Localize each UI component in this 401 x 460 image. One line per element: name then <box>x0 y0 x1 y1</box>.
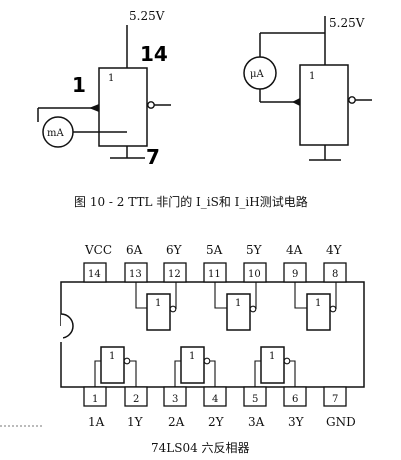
lower-gate-3 <box>260 346 285 384</box>
bottom-pin-number-7: 7 <box>332 394 338 405</box>
upper-gate-6-label: 1 <box>155 298 161 309</box>
bottom-pin-number-4: 4 <box>212 394 218 405</box>
label-7: 7 <box>146 145 160 169</box>
upper-gates <box>135 282 337 331</box>
upper-gate-6 <box>146 293 171 331</box>
left-test-circuit <box>37 25 171 159</box>
top-pin-number-14: 14 <box>88 269 101 280</box>
right-inverter-bubble <box>348 96 356 104</box>
lower-gate-1-bubble <box>123 357 131 365</box>
upper-gate-4-bubble <box>329 305 337 313</box>
right-not-gate <box>299 64 349 146</box>
bottom-label-1y: 1Y <box>127 415 144 429</box>
gate-2-input-wire <box>174 360 181 387</box>
ic-caption: 74LS04 六反相器 <box>151 441 250 455</box>
bottom-pin-number-6: 6 <box>292 394 298 405</box>
upper-gate-4 <box>306 293 331 331</box>
bottom-label-3a: 3A <box>248 415 265 429</box>
ma-meter-label: mA <box>47 128 64 139</box>
bottom-pin-number-2: 2 <box>133 394 139 405</box>
left-supply-label: 5.25V <box>129 9 165 23</box>
bottom-pin-number-5: 5 <box>252 394 258 405</box>
right-supply-label: 5.25V <box>329 16 365 30</box>
gate-3-input-wire <box>254 360 261 387</box>
top-pin-number-8: 8 <box>332 269 338 280</box>
gate-1-input-wire <box>94 360 101 387</box>
pin-box-14 <box>83 262 107 283</box>
upper-gate-5-label: 1 <box>235 298 241 309</box>
left-arrow-icon <box>89 104 99 112</box>
gate-5-input-wire <box>214 282 227 309</box>
top-pin-number-13: 13 <box>129 269 142 280</box>
bottom-pin-number-3: 3 <box>172 394 178 405</box>
top-label-4y: 4Y <box>326 243 343 257</box>
top-pin-number-12: 12 <box>168 269 181 280</box>
caption-figure: 图 10 - 2 TTL 非门的 I_iS和 I_iH测试电路 <box>74 194 308 209</box>
gate-6-input-wire <box>135 282 147 309</box>
bottom-pin-number-1: 1 <box>92 394 98 405</box>
upper-gate-5-bubble <box>249 305 257 313</box>
upper-gate-4-label: 1 <box>315 298 321 309</box>
right-test-circuit <box>243 16 372 161</box>
ic-notch <box>60 313 74 339</box>
gate-1-output-wire <box>130 360 137 387</box>
pin-box-7 <box>323 386 347 407</box>
bottom-pin-boxes <box>83 386 347 407</box>
lower-gate-1-label: 1 <box>109 351 115 362</box>
pin-box-8 <box>323 262 347 283</box>
pin-box-10 <box>243 262 267 283</box>
left-inverter-bubble <box>147 101 155 109</box>
ic-package <box>59 262 365 407</box>
lower-gate-1 <box>100 346 125 384</box>
top-label-5y: 5Y <box>246 243 263 257</box>
upper-gate-5 <box>226 293 251 331</box>
top-pin-number-10: 10 <box>248 269 261 280</box>
lower-gate-2-label: 1 <box>189 351 195 362</box>
label-1: 1 <box>72 73 86 97</box>
top-pin-number-11: 11 <box>208 269 221 280</box>
gate-3-output-wire <box>290 360 296 387</box>
bottom-label-2y: 2Y <box>208 415 225 429</box>
lower-gate-3-label: 1 <box>269 351 275 362</box>
lower-gate-2-bubble <box>203 357 211 365</box>
lower-gate-2 <box>180 346 205 384</box>
ua-meter-label: μA <box>250 69 264 80</box>
label-14: 14 <box>140 42 168 66</box>
bottom-label-3y: 3Y <box>288 415 305 429</box>
left-gate-label: 1 <box>108 73 114 84</box>
top-label-5a: 5A <box>206 243 223 257</box>
top-pin-boxes <box>83 262 347 283</box>
lower-gates <box>94 346 296 387</box>
upper-gate-6-bubble <box>169 305 177 313</box>
right-gate-label: 1 <box>309 71 315 82</box>
top-label-6y: 6Y <box>166 243 183 257</box>
right-arrow-icon <box>292 98 300 106</box>
lower-gate-3-bubble <box>283 357 291 365</box>
top-pin-number-9: 9 <box>292 269 298 280</box>
top-label-vcc: VCC <box>84 243 112 257</box>
left-not-gate <box>98 67 148 147</box>
top-label-6a: 6A <box>126 243 143 257</box>
pin-box-12 <box>163 262 187 283</box>
bottom-label-2a: 2A <box>168 415 185 429</box>
bottom-label-gnd: GND <box>326 415 356 429</box>
bottom-label-1a: 1A <box>88 415 105 429</box>
gate-4-input-wire <box>294 282 307 309</box>
gate-2-output-wire <box>210 360 216 387</box>
top-label-4a: 4A <box>286 243 303 257</box>
